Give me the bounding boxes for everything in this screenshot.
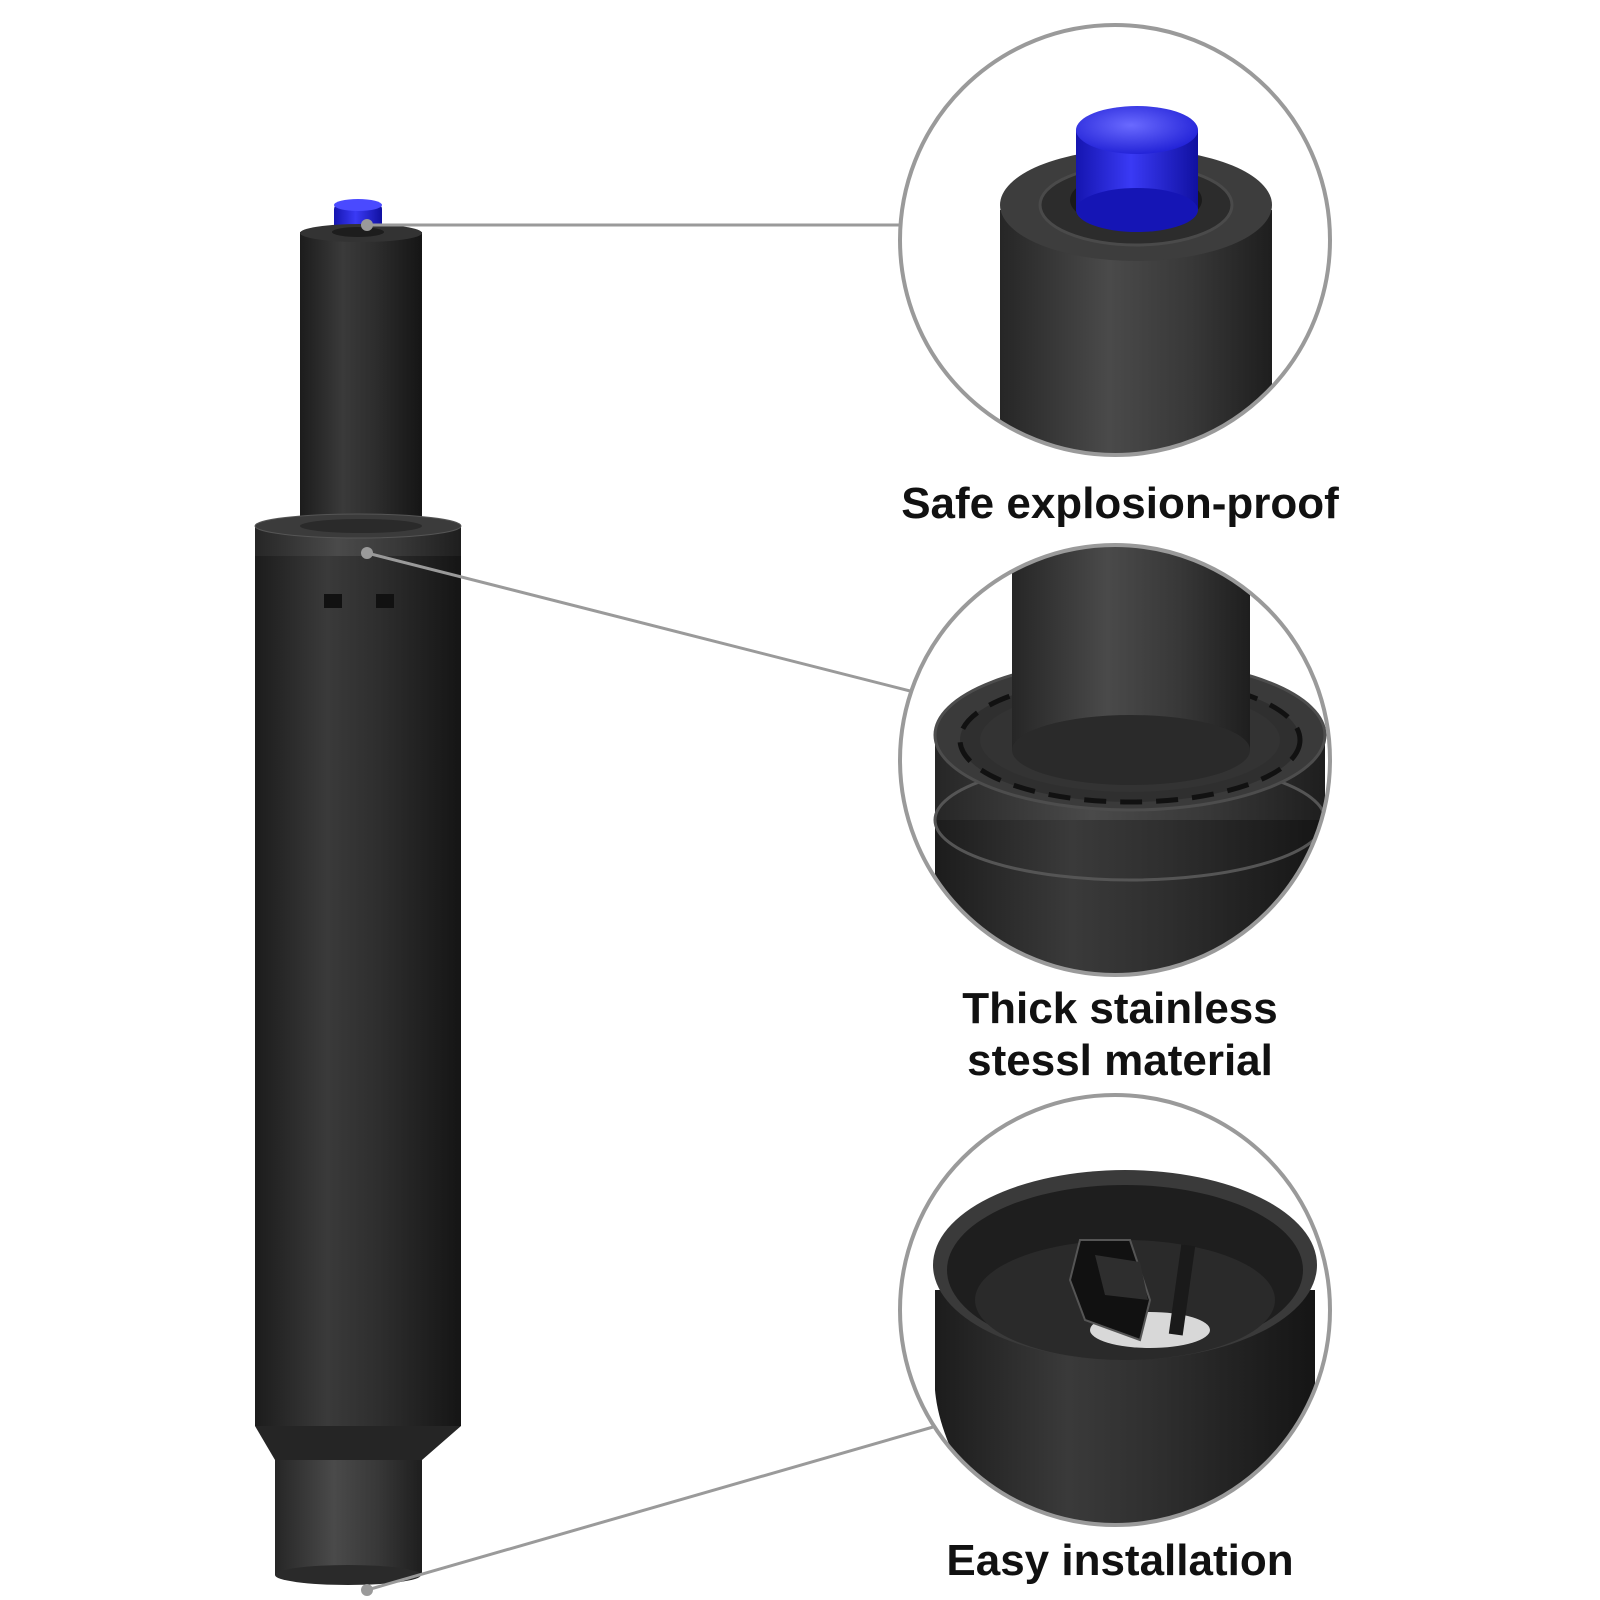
caption-stainless-steel: Thick stainless stessl material: [880, 983, 1360, 1087]
gas-cylinder: [254, 199, 462, 1585]
detail-circle-bottom: [898, 1093, 1332, 1527]
caption-line-2: stessl material: [967, 1036, 1273, 1085]
callout-lines: [366, 223, 941, 1592]
caption-explosion-proof: Safe explosion-proof: [901, 479, 1339, 528]
callout-dot-2: [361, 547, 373, 559]
caption-line-1: Thick stainless: [962, 984, 1278, 1033]
detail-circle-top: [898, 23, 1332, 457]
callout-dot-3: [361, 1584, 373, 1596]
caption-easy-installation: Easy installation: [946, 1536, 1294, 1585]
callout-dot-1: [361, 219, 373, 231]
cylinder-base: [275, 1460, 422, 1575]
detail-circle-middle: [898, 543, 1332, 977]
cylinder-body: [255, 556, 461, 1426]
piston-rod: [300, 232, 422, 530]
